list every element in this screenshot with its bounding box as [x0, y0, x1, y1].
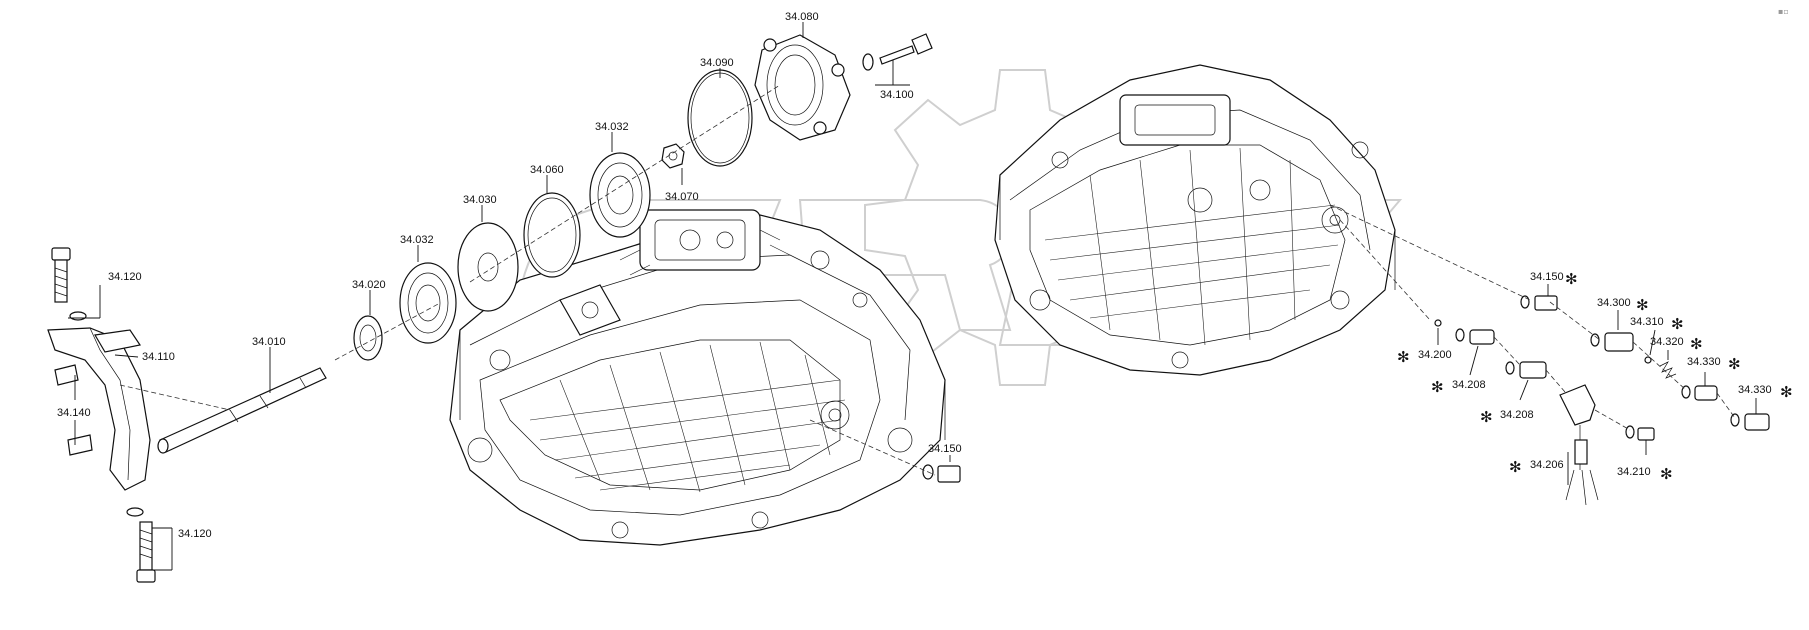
label-34-032-upper: 34.032 — [595, 121, 629, 133]
label-34-070: 34.070 — [665, 191, 699, 203]
label-34-060: 34.060 — [530, 164, 564, 176]
label-34-080: 34.080 — [785, 11, 819, 23]
label-34-150-upper: 34.150 — [1530, 271, 1564, 283]
sensor-parts — [922, 295, 1770, 506]
label-34-330-a: 34.330 — [1687, 356, 1721, 368]
label-34-120-upper: 34.120 — [108, 271, 142, 283]
label-34-300: 34.300 — [1597, 297, 1631, 309]
cover-bolt — [862, 33, 933, 71]
disc-plate — [457, 222, 519, 312]
label-34-140: 34.140 — [57, 407, 91, 419]
transmission-housing-right — [994, 64, 1396, 376]
o-ring — [687, 69, 753, 167]
end-cover — [754, 34, 851, 141]
asterisk-34-210: ✻ — [1660, 465, 1673, 483]
label-34-090: 34.090 — [700, 57, 734, 69]
label-34-208-b: 34.208 — [1500, 409, 1534, 421]
asterisk-34-330-b: ✻ — [1780, 383, 1793, 401]
label-34-320: 34.320 — [1650, 336, 1684, 348]
label-34-330-b: 34.330 — [1738, 384, 1772, 396]
asterisk-34-310: ✻ — [1671, 315, 1684, 333]
callout-labels: 34.080 34.090 34.100 34.032 34.060 34.07… — [57, 11, 1772, 540]
asterisk-34-300: ✻ — [1636, 296, 1649, 314]
asterisk-34-320: ✻ — [1690, 335, 1703, 353]
hex-nut — [661, 143, 685, 169]
label-34-110: 34.110 — [142, 351, 175, 363]
label-34-208-a: 34.208 — [1452, 379, 1486, 391]
snap-ring — [523, 192, 581, 278]
label-34-210: 34.210 — [1617, 466, 1651, 478]
label-34-200: 34.200 — [1418, 349, 1452, 361]
asterisk-34-208-a: ✻ — [1431, 378, 1444, 396]
leader-lines — [68, 22, 1757, 571]
asterisk-34-330-a: ✻ — [1728, 355, 1741, 373]
asterisk-34-208-b: ✻ — [1480, 408, 1493, 426]
asterisk-34-150: ✻ — [1565, 270, 1578, 288]
asterisk-marks: ✻ ✻ ✻ ✻ ✻ ✻ ✻ ✻ ✻ ✻ ✻ — [1397, 270, 1793, 483]
label-34-206: 34.206 — [1530, 459, 1564, 471]
label-34-150-lower: 34.150 — [928, 443, 962, 455]
corner-mark: ▪▫ — [1778, 7, 1789, 16]
shift-rail — [157, 367, 327, 454]
bearing-upper — [589, 152, 651, 238]
bearing-lower — [399, 262, 457, 344]
asterisk-34-206: ✻ — [1509, 458, 1522, 476]
label-34-020: 34.020 — [352, 279, 386, 291]
transmission-housing-left — [449, 209, 946, 546]
seal-ring — [353, 315, 383, 361]
label-34-120-lower: 34.120 — [178, 528, 212, 540]
label-34-310: 34.310 — [1630, 316, 1664, 328]
asterisk-34-200: ✻ — [1397, 348, 1410, 366]
label-34-030: 34.030 — [463, 194, 497, 206]
label-34-010: 34.010 — [252, 336, 286, 348]
label-34-100: 34.100 — [880, 89, 914, 101]
label-34-032-lower: 34.032 — [400, 234, 434, 246]
